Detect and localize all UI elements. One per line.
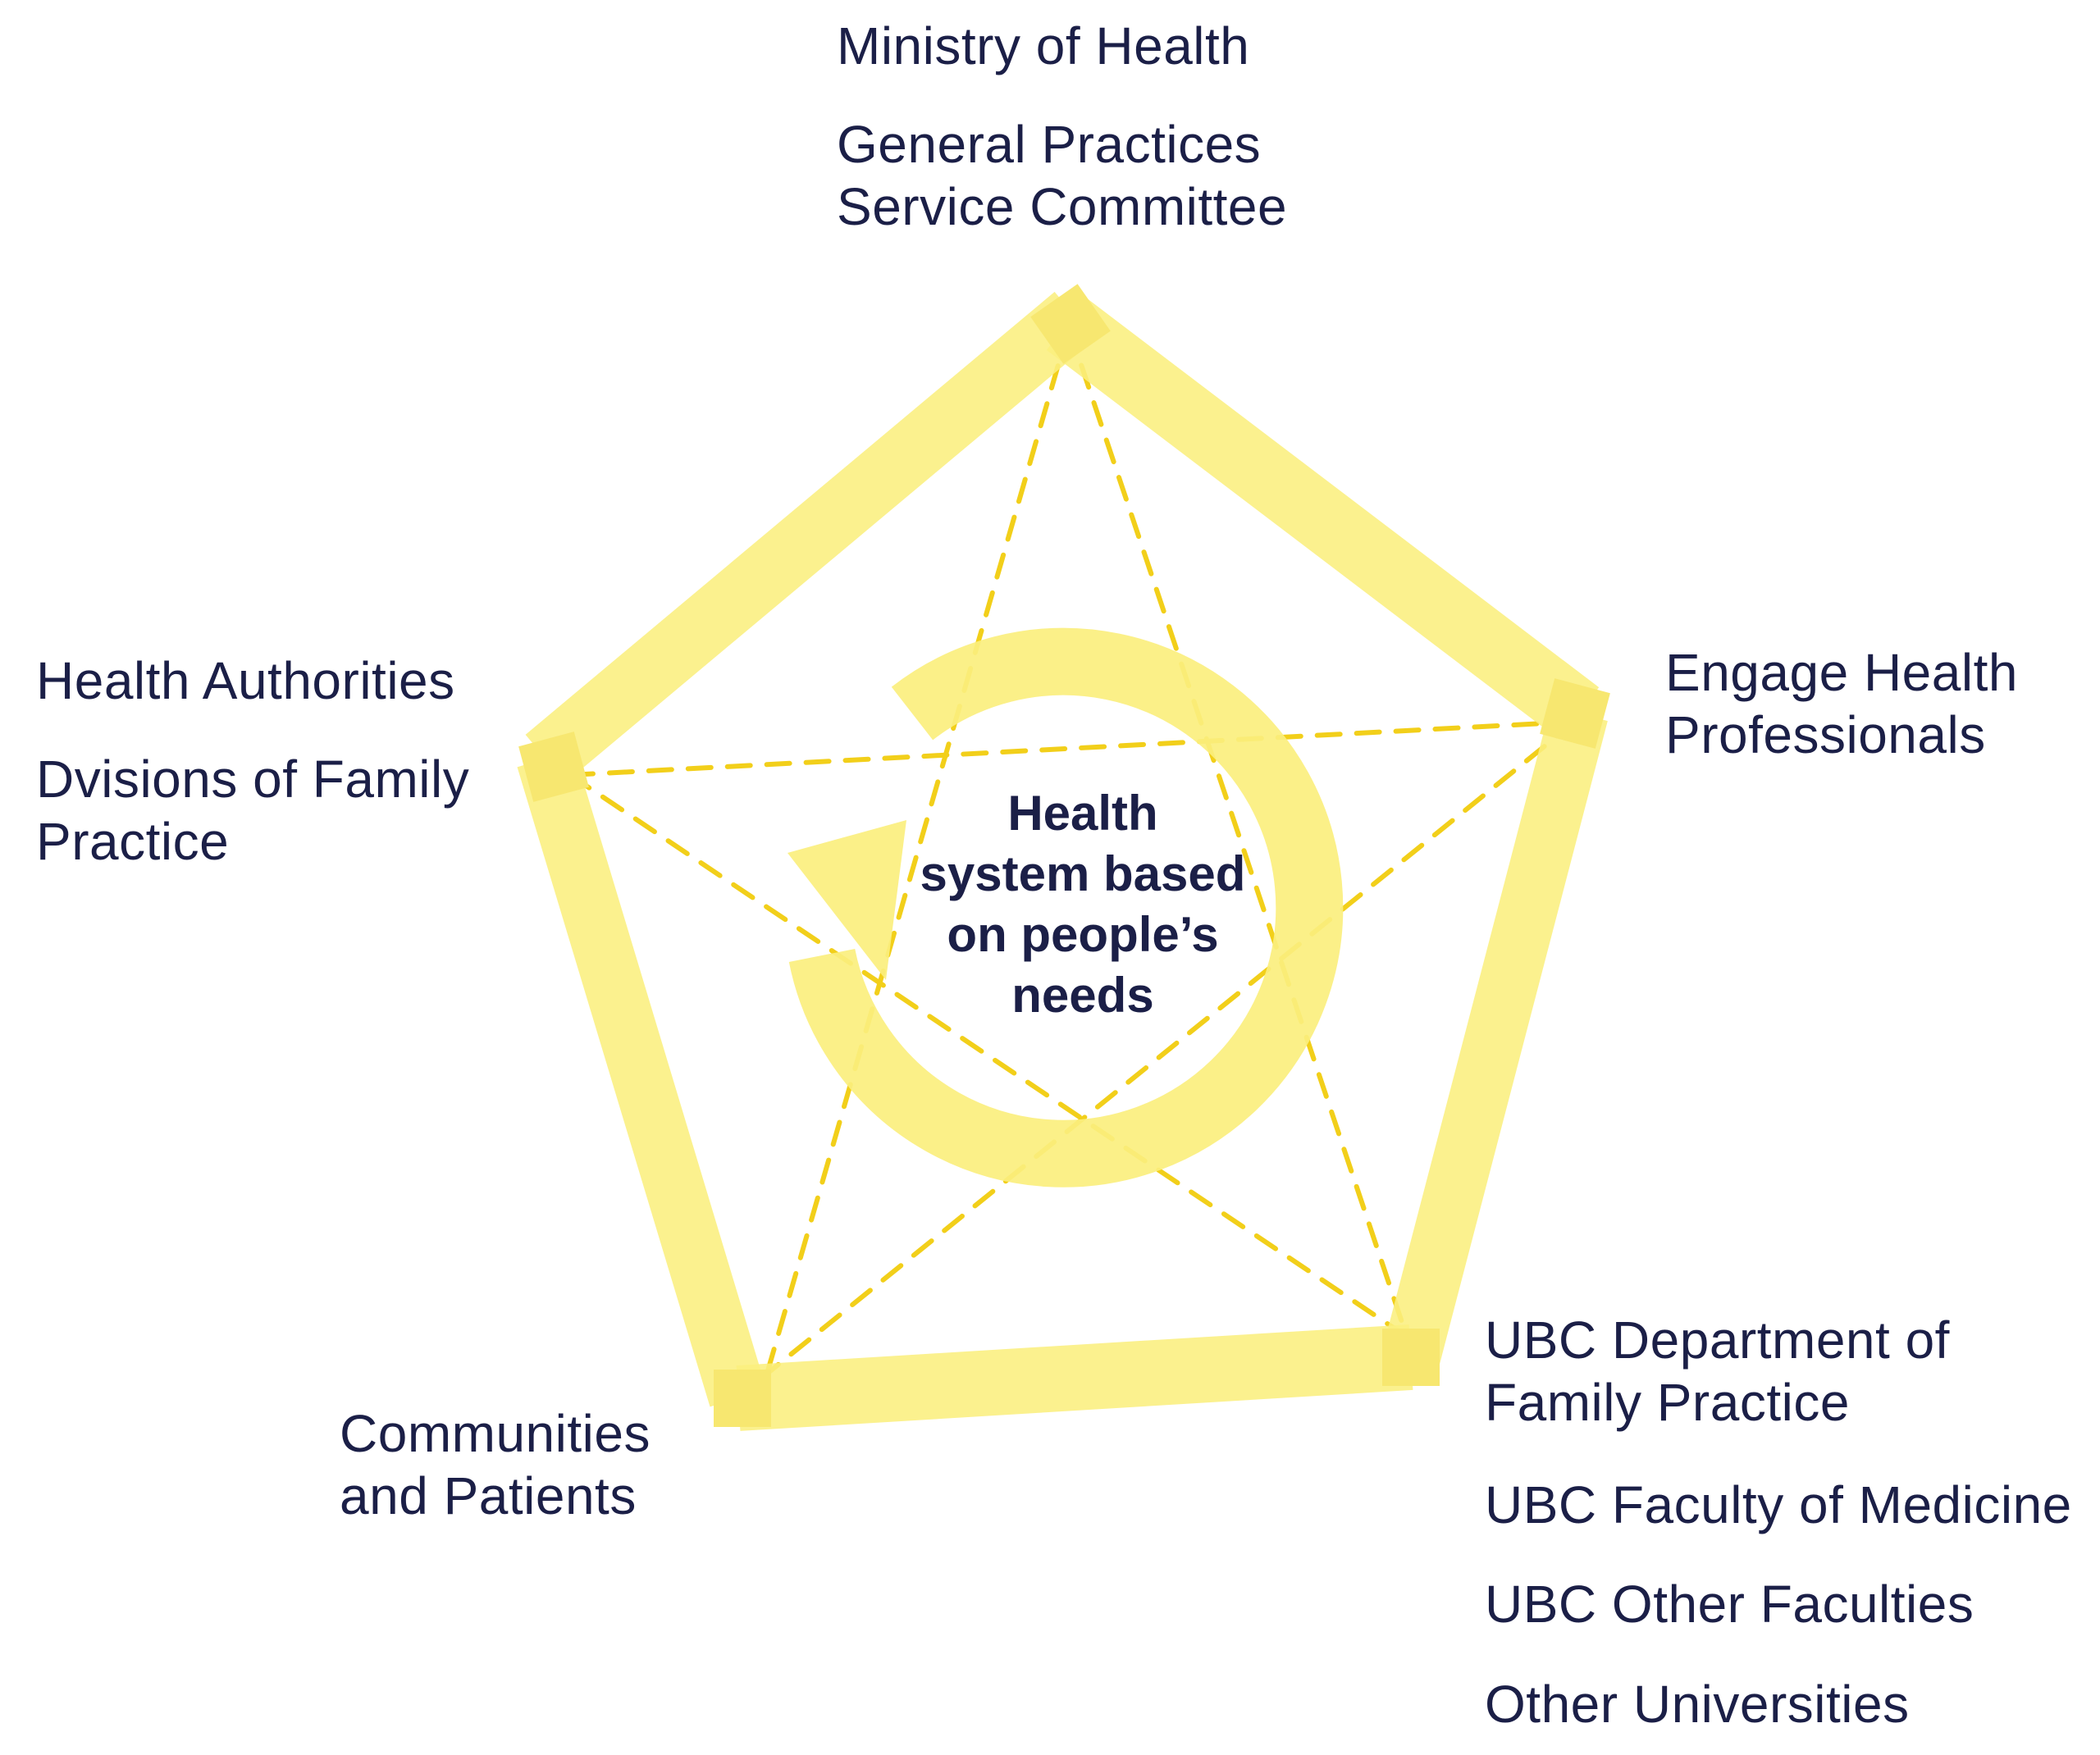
pentagon-edge-bottom — [736, 1324, 1413, 1431]
pentagon-edge-bottom-left — [517, 750, 767, 1407]
pentagon-edge-top-right — [1046, 298, 1600, 740]
highlighter-pentagon — [517, 284, 1610, 1431]
corner-right — [1540, 678, 1610, 749]
cycle-ring — [788, 627, 1344, 1187]
label-ubc-faculty-of-medicine: UBC Faculty of Medicine — [1485, 1475, 2072, 1534]
star-line-left-to-right — [568, 719, 1577, 777]
corner-bottom-left — [714, 1370, 771, 1427]
cycle-arrow — [788, 627, 1344, 1187]
corner-left — [518, 732, 589, 802]
label-health-authorities: Health Authorities — [36, 651, 455, 710]
label-communities-and-patients: Communities and Patients — [340, 1404, 651, 1525]
star-line-top-to-bottom-right — [1066, 326, 1409, 1339]
center-label: Health system based on people’s needs — [920, 786, 1246, 1023]
label-ubc-other-faculties: UBC Other Faculties — [1485, 1575, 1974, 1634]
star-line-left-to-bottom-right — [568, 773, 1409, 1339]
corner-bottom-right — [1382, 1329, 1440, 1386]
pentagon-edge-right-bottom — [1382, 705, 1608, 1365]
label-engage-health-professionals: Engage Health Professionals — [1665, 643, 2018, 764]
pentagon-edge-left-top — [525, 291, 1095, 783]
dashed-star — [568, 326, 1577, 1376]
star-line-top-to-bottom-left — [765, 326, 1071, 1376]
label-ubc-department-of-family-practice: UBC Department of Family Practice — [1485, 1311, 1950, 1432]
star-line-right-to-bottom-left — [765, 719, 1577, 1376]
label-divisions-of-family-practice: Dvisions of Family Practice — [36, 750, 470, 871]
corner-top — [1030, 284, 1111, 364]
cycle-arrowhead — [788, 820, 906, 980]
label-ministry-of-health: Ministry of Health — [837, 16, 1250, 75]
label-gpsc: General Practices Service Committee — [837, 115, 1288, 236]
label-other-universities: Other Universities — [1485, 1675, 1910, 1734]
